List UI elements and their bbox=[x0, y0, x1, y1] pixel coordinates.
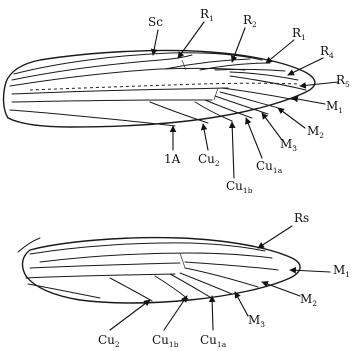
hindwing-anal-vein bbox=[28, 284, 100, 298]
leader-cu2 bbox=[203, 124, 208, 150]
label-cu1a: Cu1a bbox=[256, 159, 283, 175]
hindwing-sc-vein bbox=[30, 243, 265, 254]
leader-hm3 bbox=[235, 292, 248, 316]
hindwing-rs-vein bbox=[40, 253, 272, 262]
hindwing-cell-cross bbox=[180, 253, 185, 268]
leader-cu1b bbox=[232, 122, 234, 178]
label-m3: M3 bbox=[280, 137, 297, 153]
forewing-r1-branch bbox=[165, 59, 250, 69]
label-hcu1b: Cu1b bbox=[152, 333, 179, 349]
label-hm3: M3 bbox=[248, 313, 265, 329]
leader-r1b bbox=[266, 40, 294, 63]
hindwing bbox=[18, 238, 300, 303]
forewing-r4-branch bbox=[230, 72, 298, 80]
label-r4: R4 bbox=[320, 44, 334, 60]
forewing-labels: Sc R1 R2 R1 R4 R5 M1 M2 M3 Cu1a Cu1b Cu2… bbox=[148, 7, 350, 195]
label-hcu1a: Cu1a bbox=[200, 333, 227, 349]
hindwing-cu1b-branch bbox=[155, 276, 188, 299]
hindwing-m-vein bbox=[30, 263, 180, 268]
leader-hm2 bbox=[262, 282, 300, 296]
leader-m2 bbox=[278, 108, 305, 128]
hindwing-cu2-branch bbox=[110, 278, 152, 301]
forewing-r-vein bbox=[10, 68, 245, 86]
label-r1b: R1 bbox=[292, 26, 306, 42]
leader-cu1a bbox=[246, 118, 262, 158]
hindwing-m2-branch bbox=[185, 268, 258, 287]
label-m2: M2 bbox=[307, 124, 324, 140]
label-rs: Rs bbox=[294, 211, 309, 225]
forewing-crossvein-2 bbox=[214, 88, 218, 100]
label-hcu2: Cu2 bbox=[98, 333, 120, 349]
label-hm2: M2 bbox=[300, 292, 317, 308]
forewing-anal-vein bbox=[10, 110, 175, 126]
label-r5: R5 bbox=[336, 73, 350, 89]
leader-rs bbox=[258, 226, 292, 248]
forewing-m3-branch bbox=[215, 96, 268, 114]
label-cu1b: Cu1b bbox=[226, 179, 253, 195]
forewing-m1-branch bbox=[222, 88, 296, 100]
label-r1a: R1 bbox=[200, 7, 214, 23]
forewing-r3-branch bbox=[215, 69, 285, 71]
label-m1: M1 bbox=[326, 99, 343, 115]
forewing-cu-vein bbox=[12, 100, 212, 102]
leader-m1 bbox=[292, 98, 325, 104]
leader-r5 bbox=[300, 82, 338, 86]
leader-hcu2 bbox=[110, 300, 150, 330]
leader-m3 bbox=[262, 113, 282, 140]
label-cu2: Cu2 bbox=[198, 152, 220, 168]
leader-hm1 bbox=[290, 270, 330, 272]
hindwing-m1-branch bbox=[185, 262, 278, 270]
label-r2: R2 bbox=[243, 13, 257, 29]
leader-hcu1a bbox=[212, 296, 213, 330]
label-sc: Sc bbox=[148, 15, 163, 29]
label-hm1: M1 bbox=[333, 263, 350, 279]
forewing-m-vein bbox=[12, 88, 228, 94]
hindwing-cu-vein bbox=[26, 274, 175, 278]
hindwing-labels: Rs M1 M2 M3 Cu2 Cu1b Cu1a bbox=[98, 211, 350, 349]
label-1a: 1A bbox=[164, 152, 181, 166]
leader-sc bbox=[153, 30, 158, 55]
